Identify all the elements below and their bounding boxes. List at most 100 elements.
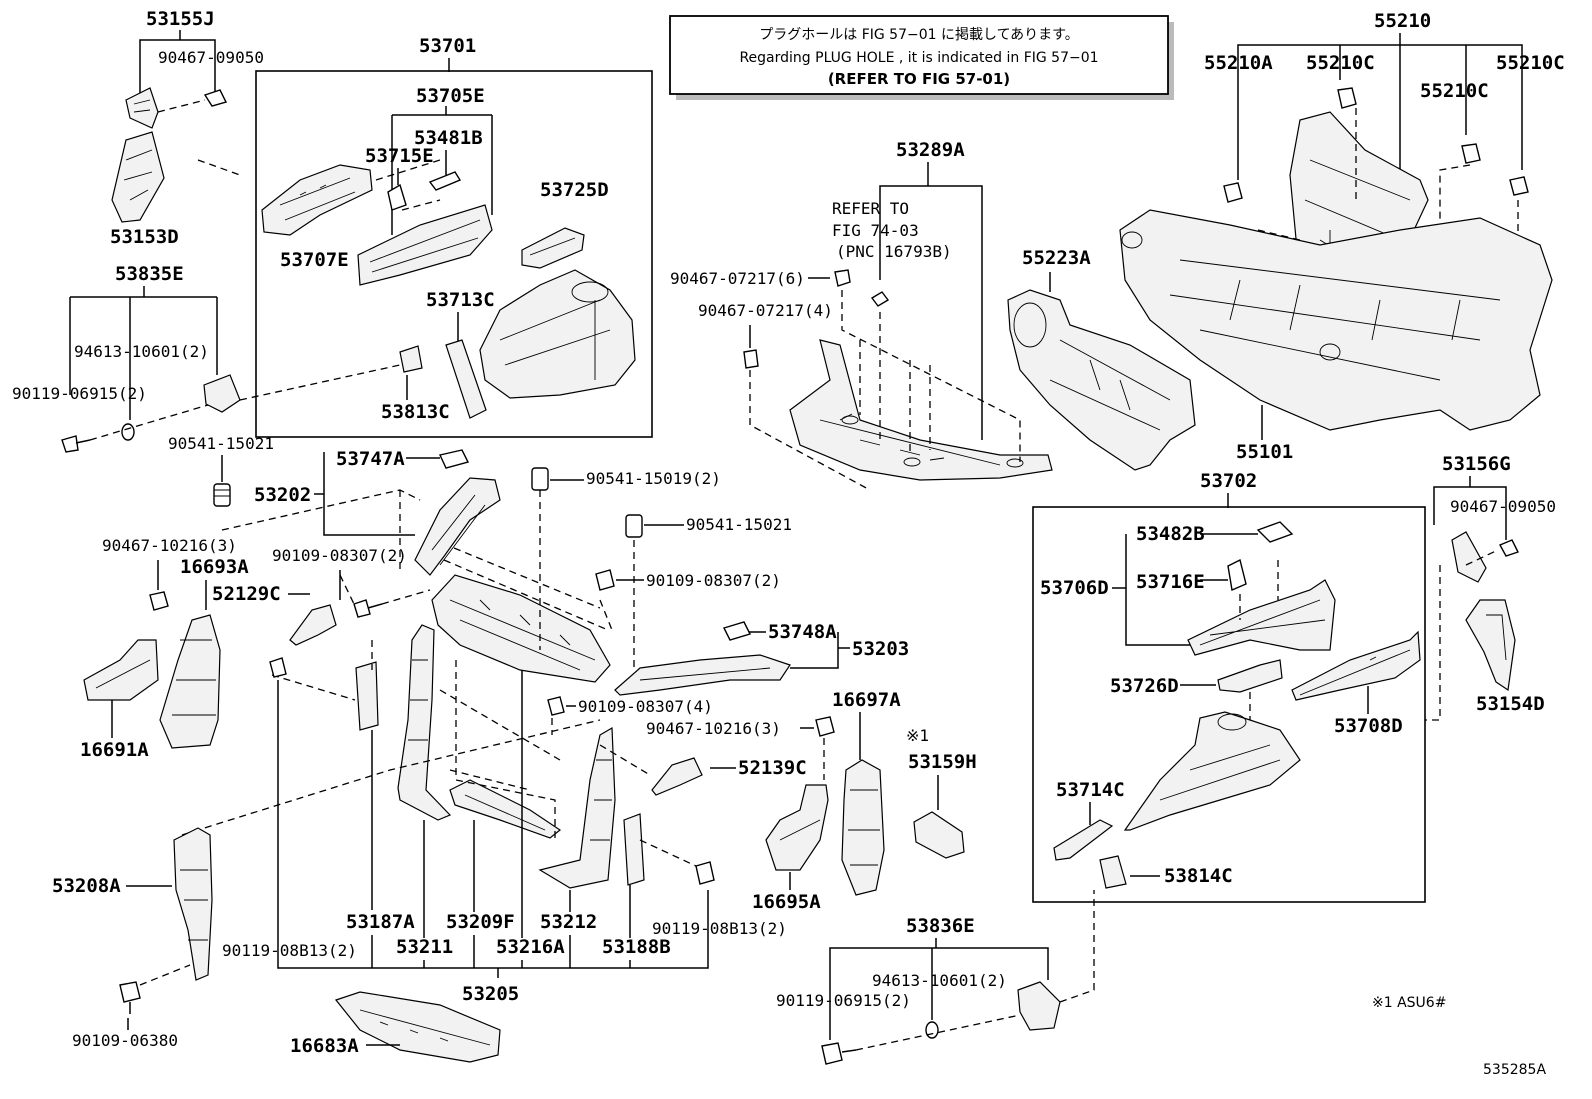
part-53714C-brace [1053,819,1114,861]
part-53155J-bracket [125,87,159,129]
group-box-53702 [1032,506,1426,903]
part-53208A-bracket [173,827,213,981]
part-90467-10216-clip-a [149,591,169,611]
label-53716E: 53716E [1136,571,1205,593]
part-90119-06915-bolt-a [61,435,91,453]
part-53725D-panel [521,227,585,269]
part-53216A-upper-support [431,574,611,683]
part-53209F-center-brace [449,779,562,839]
refer-line-1: REFER TO [832,199,909,218]
label-16691A: 16691A [80,739,149,761]
part-53836E-bracket [1017,981,1061,1031]
part-16683A-cover [334,991,501,1063]
label-53814C: 53814C [1164,865,1233,887]
label-90109-08307-2b: 90109-08307(2) [646,571,781,590]
label-90109-06380: 90109-06380 [72,1031,178,1050]
note-line-refer: (REFER TO FIG 57-01) [828,70,1010,88]
label-53482B: 53482B [1136,523,1205,545]
label-53187A: 53187A [346,911,415,933]
part-90119-08B13-bolt-a [269,657,287,678]
label-53208A: 53208A [52,875,121,897]
part-90541-15021-cushion-b [625,514,643,538]
label-55210C-c: 55210C [1496,52,1565,74]
label-53705E: 53705E [416,85,485,107]
part-16695A-seal [765,784,829,871]
part-52139C-bracket [651,757,703,796]
label-53835E: 53835E [115,263,184,285]
part-90109-08307-bolt-c [547,696,565,716]
label-55210C-b: 55210C [1420,80,1489,102]
note-box: プラグホールは FIG 57−01 に掲載してあります。 Regarding P… [669,15,1174,100]
refer-line-3: (PNC 16793B) [836,242,952,261]
label-53202: 53202 [254,484,311,506]
part-53481B-bracket [428,171,462,191]
label-53708D: 53708D [1334,715,1403,737]
label-53153D: 53153D [110,226,179,248]
part-53715E-bracket [387,183,407,211]
label-53155J: 53155J [146,8,215,30]
label-16695A: 16695A [752,891,821,913]
part-90467-09050-clip [203,89,228,107]
part-53159H-panel [913,811,965,859]
refer-line-2: FIG 74-03 [832,221,919,240]
label-53211: 53211 [396,936,453,958]
label-53481B: 53481B [414,127,483,149]
label-53154D: 53154D [1476,693,1545,715]
label-90541-15021-b: 90541-15021 [686,515,792,534]
part-53708D-apron [1291,630,1421,701]
label-90109-08307-2a: 90109-08307(2) [272,546,407,565]
part-90467-09050-clip-b [1499,539,1519,557]
part-52129C-bracket [289,604,337,646]
label-53715E: 53715E [365,145,434,167]
label-90541-15019: 90541-15019(2) [586,469,721,488]
label-53725D: 53725D [540,179,609,201]
part-90541-15019-cushion [531,467,549,491]
figure-code: 535285A [1483,1062,1546,1078]
label-53156G: 53156G [1442,453,1511,475]
label-53706D: 53706D [1040,577,1109,599]
plug-hole-ref-marker [870,291,890,307]
footnote-mark-53159H: ※1 [906,726,929,745]
label-53701: 53701 [419,35,476,57]
label-55210: 55210 [1374,10,1431,32]
label-53216A: 53216A [496,936,565,958]
label-90467-09050-a: 90467-09050 [158,48,264,67]
part-53726D-panel [1217,659,1283,693]
label-53205: 53205 [462,983,519,1005]
part-90109-08307-bolt-b [595,569,615,591]
part-53156G-bracket [1451,531,1487,583]
part-90109-08307-bolt-a [353,599,383,618]
part-94613-10601-nut-a [121,423,135,441]
part-53747A-bracket [439,449,470,469]
part-55210C-clip-c [1509,176,1529,196]
part-53202-support [414,477,501,576]
part-53289A-undercover [789,339,1053,481]
part-90119-08B13-bolt-b [695,861,715,885]
label-90119-08B13-b: 90119-08B13(2) [652,919,787,938]
part-53835E-bracket [203,374,241,413]
label-16697A: 16697A [832,689,901,711]
part-53212-side-support [538,726,616,889]
label-53713C: 53713C [426,289,495,311]
label-52139C: 52139C [738,757,807,779]
part-55101-dash-panel [1119,209,1553,431]
label-55223A: 55223A [1022,247,1091,269]
part-90467-07217-clip-4 [743,349,759,369]
part-55223A-silencer [1007,289,1196,471]
label-53836E: 53836E [906,915,975,937]
footnote-asu6: ※1 ASU6# [1372,995,1446,1011]
label-53203: 53203 [852,638,909,660]
part-53211-side-support [397,624,452,821]
label-55210A: 55210A [1204,52,1273,74]
note-line-english: Regarding PLUG HOLE , it is indicated in… [739,50,1098,66]
label-90467-10216-a: 90467-10216(3) [102,536,237,555]
note-line-japanese: プラグホールは FIG 57−01 に掲載してあります。 [759,27,1079,43]
label-53188B: 53188B [602,936,671,958]
part-53748A-bracket [723,621,751,641]
label-16693A: 16693A [180,556,249,578]
part-53813C-bracket [399,345,423,373]
label-53748A: 53748A [768,621,837,643]
label-53212: 53212 [540,911,597,933]
label-53726D: 53726D [1110,675,1179,697]
part-53154D-bracket [1465,599,1516,692]
